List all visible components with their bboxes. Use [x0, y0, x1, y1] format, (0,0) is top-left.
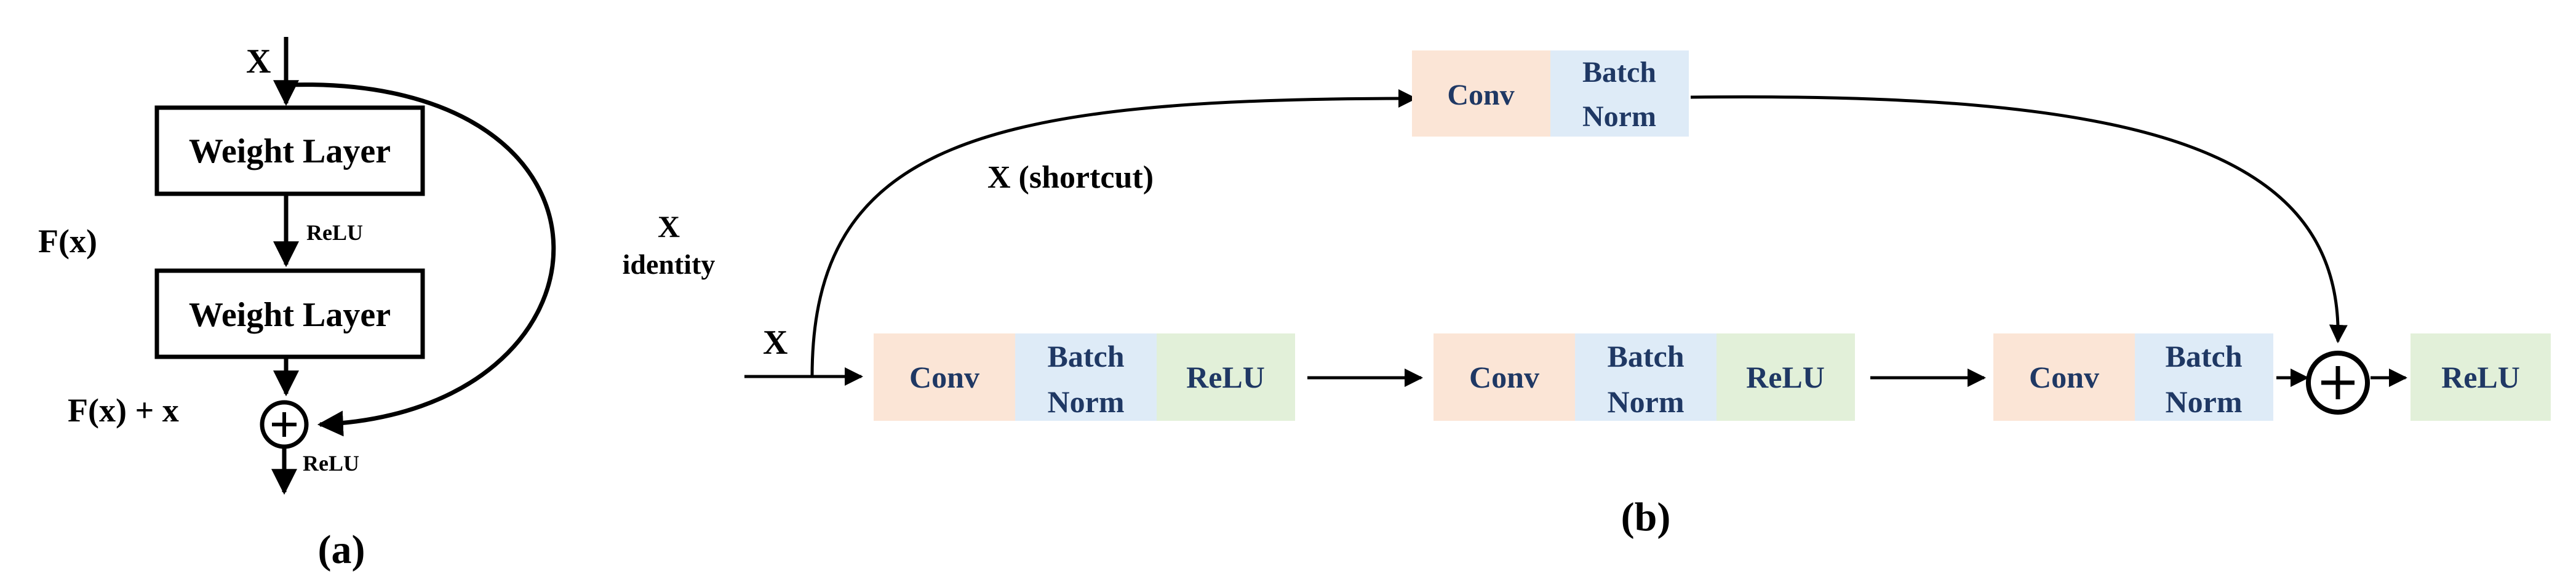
final-relu-cell	[2411, 333, 2551, 421]
main-block-2: Conv Batch Norm ReLU	[1434, 333, 1855, 421]
block-1-bn-cell	[1015, 333, 1157, 421]
block-3-bn-label-1: Batch	[2166, 339, 2243, 373]
shortcut-label: X (shortcut)	[987, 160, 1154, 195]
panel-b-input-label: X	[763, 324, 788, 362]
block-3-bn-label-2: Norm	[2166, 385, 2243, 419]
panel-a-input-label: X	[246, 42, 271, 81]
block-2-bn-label-2: Norm	[1608, 385, 1685, 419]
shortcut-block: Conv Batch Norm	[1412, 50, 1689, 137]
block-1-relu-cell	[1157, 333, 1295, 421]
relu-mid-label: ReLU	[306, 220, 363, 245]
block-1-relu-label: ReLU	[1186, 360, 1265, 394]
block-2-conv-label: Conv	[1469, 360, 1539, 394]
block-2-bn-cell	[1575, 333, 1717, 421]
panel-a: X Weight Layer ReLU F(x) Weight Layer X …	[38, 37, 715, 572]
sum-label: F(x) + x	[68, 392, 179, 429]
fx-label: F(x)	[38, 223, 97, 260]
block-2-relu-cell	[1717, 333, 1855, 421]
shortcut-bn-label-1: Batch	[1582, 56, 1656, 89]
shortcut-bn-label-2: Norm	[1582, 100, 1656, 133]
main-block-3: Conv Batch Norm	[1993, 333, 2273, 421]
shortcut-conv-label: Conv	[1447, 79, 1514, 111]
shortcut-bn-cell	[1550, 50, 1689, 137]
block-1-bn-label-2: Norm	[1048, 385, 1125, 419]
identity-label-x: X	[658, 209, 680, 244]
block-2-bn-label-1: Batch	[1608, 339, 1685, 373]
final-relu-label: ReLU	[2441, 360, 2520, 394]
block-1-conv-cell	[874, 333, 1015, 421]
block-1-bn-label-1: Batch	[1048, 339, 1125, 373]
identity-label-text: identity	[623, 249, 716, 280]
block-3-bn-cell	[2135, 333, 2273, 421]
weight-layer-1-box	[154, 105, 425, 196]
shortcut-path-up	[810, 89, 1417, 377]
weight-layer-2-box	[154, 268, 425, 359]
block-2-conv-cell	[1434, 333, 1575, 421]
identity-skip-path	[287, 82, 556, 437]
main-block-1: Conv Batch Norm ReLU	[874, 333, 1295, 421]
block-3-conv-cell	[1993, 333, 2135, 421]
panel-b: X X (shortcut) Conv Batch Norm Conv Batc…	[744, 50, 2551, 540]
shortcut-path-down	[1690, 95, 2348, 343]
block-1-conv-label: Conv	[909, 360, 979, 394]
block-3-conv-label: Conv	[2029, 360, 2099, 394]
weight-layer-1-label: Weight Layer	[189, 132, 391, 170]
relu-out-label: ReLU	[303, 451, 359, 476]
shortcut-conv-cell	[1412, 50, 1550, 137]
panel-a-caption: (a)	[318, 527, 365, 572]
block-2-relu-label: ReLU	[1746, 360, 1825, 394]
weight-layer-2-label: Weight Layer	[189, 296, 391, 334]
panel-b-caption: (b)	[1621, 495, 1671, 540]
